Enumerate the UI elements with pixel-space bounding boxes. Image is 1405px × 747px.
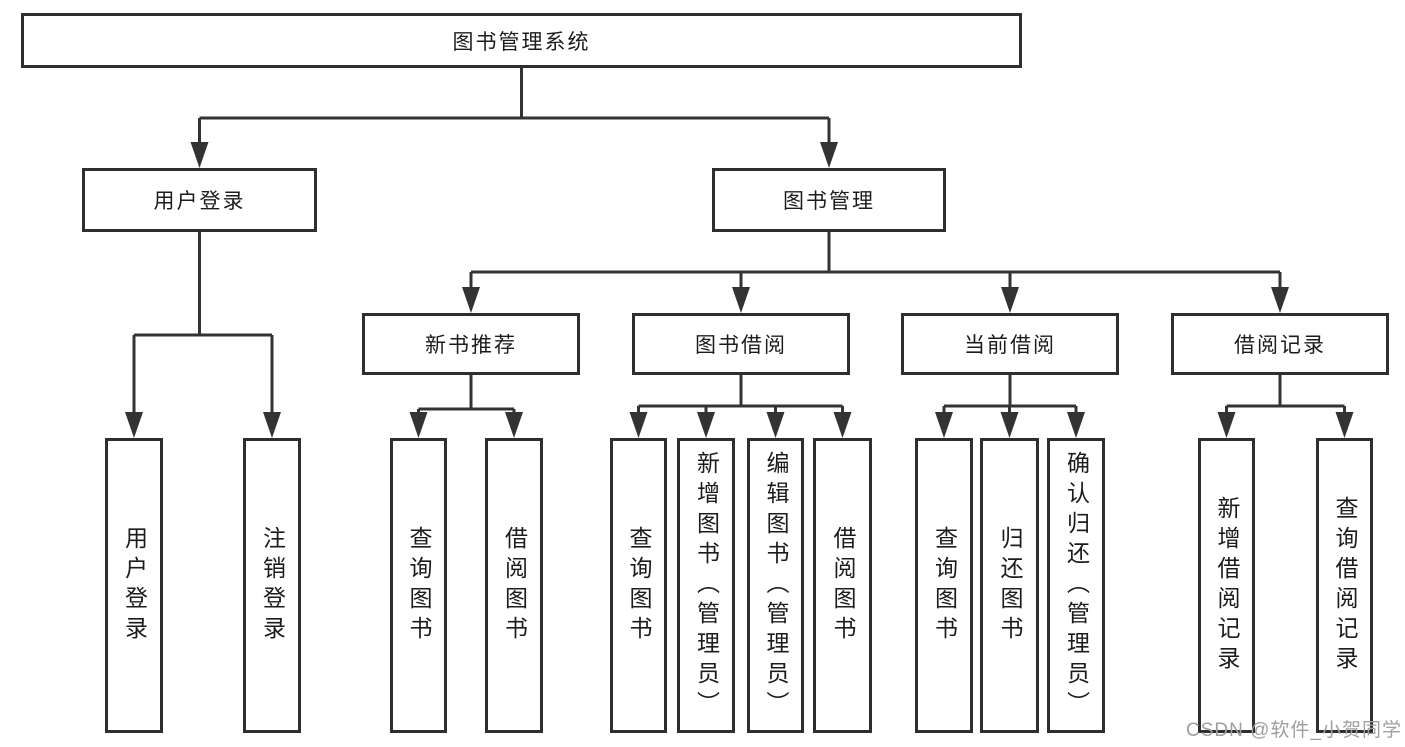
leaf-query-borrow-record: 查询借阅记录 [1316,438,1373,733]
node-current-borrowing: 当前借阅 [901,313,1119,375]
connector-edges [132,68,1346,416]
node-book-management: 图书管理 [712,168,946,232]
leaf-recommend-borrow-books-label: 借阅图书 [501,525,528,646]
leaf-confirm-return-admin: 确认归还（管理员） [1047,438,1105,733]
leaf-borrowing-query-books: 查询图书 [610,438,667,733]
leaf-borrowing-borrow-books-label: 借阅图书 [830,525,856,646]
leaf-borrowing-query-books-label: 查询图书 [626,525,652,646]
node-user-login: 用户登录 [82,168,317,232]
leaf-user-login: 用户登录 [105,438,163,733]
leaf-current-query-books-label: 查询图书 [931,525,958,646]
node-book-borrowing-label: 图书借阅 [695,334,787,357]
node-borrowing-records-label: 借阅记录 [1234,334,1326,357]
node-library-management-system: 图书管理系统 [21,13,1022,68]
leaf-recommend-borrow-books: 借阅图书 [485,438,543,733]
leaf-add-books-admin: 新增图书（管理员） [677,438,735,733]
leaf-query-borrow-record-label: 查询借阅记录 [1332,495,1358,676]
node-new-book-recommend-label: 新书推荐 [425,334,517,357]
node-library-management-system-label: 图书管理系统 [452,30,591,54]
leaf-add-books-admin-label: 新增图书（管理员） [693,450,720,721]
leaf-add-borrow-record: 新增借阅记录 [1198,438,1255,733]
leaf-add-borrow-record-label: 新增借阅记录 [1214,495,1240,676]
leaf-recommend-query-books: 查询图书 [390,438,447,733]
node-current-borrowing-label: 当前借阅 [964,334,1056,357]
leaf-recommend-query-books-label: 查询图书 [406,525,432,646]
leaf-confirm-return-admin-label: 确认归还（管理员） [1063,450,1090,721]
leaf-return-books-label: 归还图书 [997,525,1023,646]
node-book-borrowing: 图书借阅 [632,313,850,375]
node-new-book-recommend: 新书推荐 [362,313,580,375]
leaf-logout: 注销登录 [243,438,301,733]
connector-arrowheads [125,142,1354,438]
leaf-borrowing-borrow-books: 借阅图书 [813,438,872,733]
leaf-edit-books-admin-label: 编辑图书（管理员） [763,450,789,721]
node-book-management-label: 图书管理 [783,190,875,213]
leaf-return-books: 归还图书 [980,438,1039,733]
node-borrowing-records: 借阅记录 [1171,313,1389,375]
leaf-user-login-label: 用户登录 [121,525,148,646]
node-user-login-label: 用户登录 [153,190,246,213]
csdn-watermark: CSDN @软件_小贺同学 [1186,720,1402,741]
leaf-edit-books-admin: 编辑图书（管理员） [747,438,804,733]
leaf-current-query-books: 查询图书 [915,438,973,733]
leaf-logout-label: 注销登录 [259,525,286,646]
